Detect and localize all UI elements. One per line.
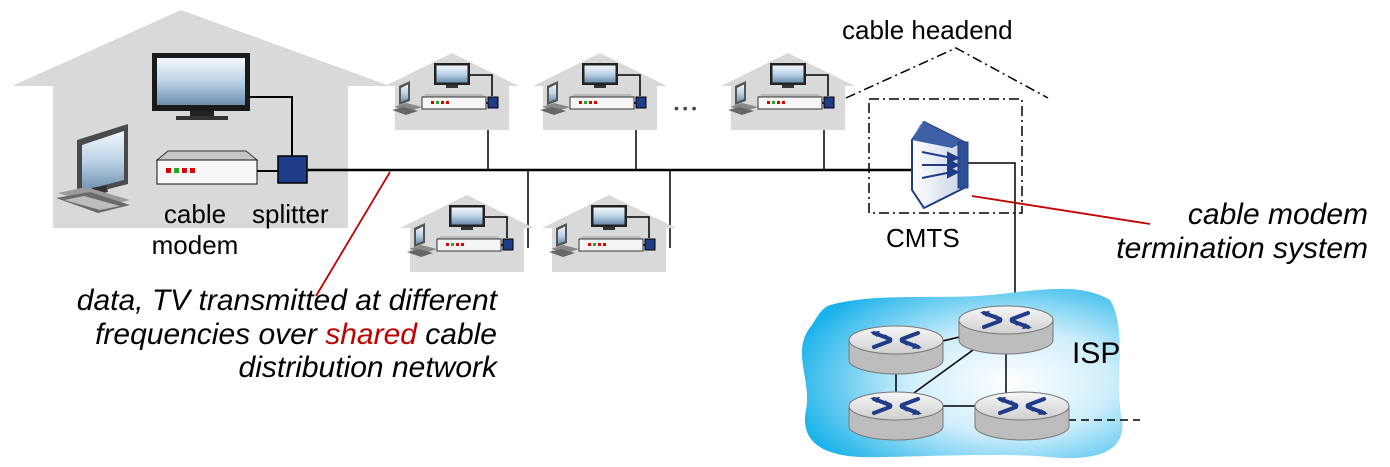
caption-line1: data, TV transmitted at different [76, 284, 497, 317]
cmts-leader-line [971, 195, 1151, 225]
router-icon [847, 324, 945, 376]
desktop-computer-icon [56, 124, 130, 213]
cable-modem-label-line1: cable [163, 199, 227, 229]
neighbor-house-2 [532, 52, 668, 131]
router-icon [973, 390, 1071, 442]
ellipsis-label: • • • [674, 100, 697, 116]
cmts-icon [911, 120, 969, 210]
cable-headend-label: cable headend [842, 15, 1013, 45]
cmts-description-line1: cable modem [1187, 198, 1368, 231]
cmts-label: CMTS [886, 223, 960, 253]
cmts-description: cable modem termination system [1116, 198, 1368, 265]
cmts-description-line2: termination system [1116, 231, 1368, 265]
isp-label: ISP [1072, 337, 1121, 370]
caption-leader-line [315, 171, 391, 297]
cable-modem-icon [155, 150, 259, 185]
caption-highlight-shared: shared [325, 317, 417, 351]
tv-icon [152, 53, 250, 120]
cable-modem-label-line2: modem [151, 229, 239, 260]
neighbor-house-3 [720, 52, 856, 131]
caption-line2-start: frequencies over [95, 317, 326, 351]
caption-line3: distribution network [238, 351, 497, 385]
neighbor-house-4 [399, 194, 535, 273]
isp-cloud [801, 288, 1140, 459]
caption-line2: frequencies over shared cable [77, 318, 497, 352]
cable-modem-label: cable modem [140, 199, 250, 260]
neighbor-house-1 [384, 52, 520, 131]
main-house [12, 10, 390, 228]
router-icon [957, 304, 1055, 356]
cable-headend [845, 47, 1049, 214]
router-icon [847, 390, 945, 442]
neighbor-house-5 [541, 194, 677, 273]
caption-line2-end: cable [416, 317, 497, 351]
splitter-icon [277, 155, 308, 184]
shared-cable-caption: data, TV transmitted at different freque… [77, 284, 497, 385]
splitter-label: splitter [252, 199, 329, 229]
